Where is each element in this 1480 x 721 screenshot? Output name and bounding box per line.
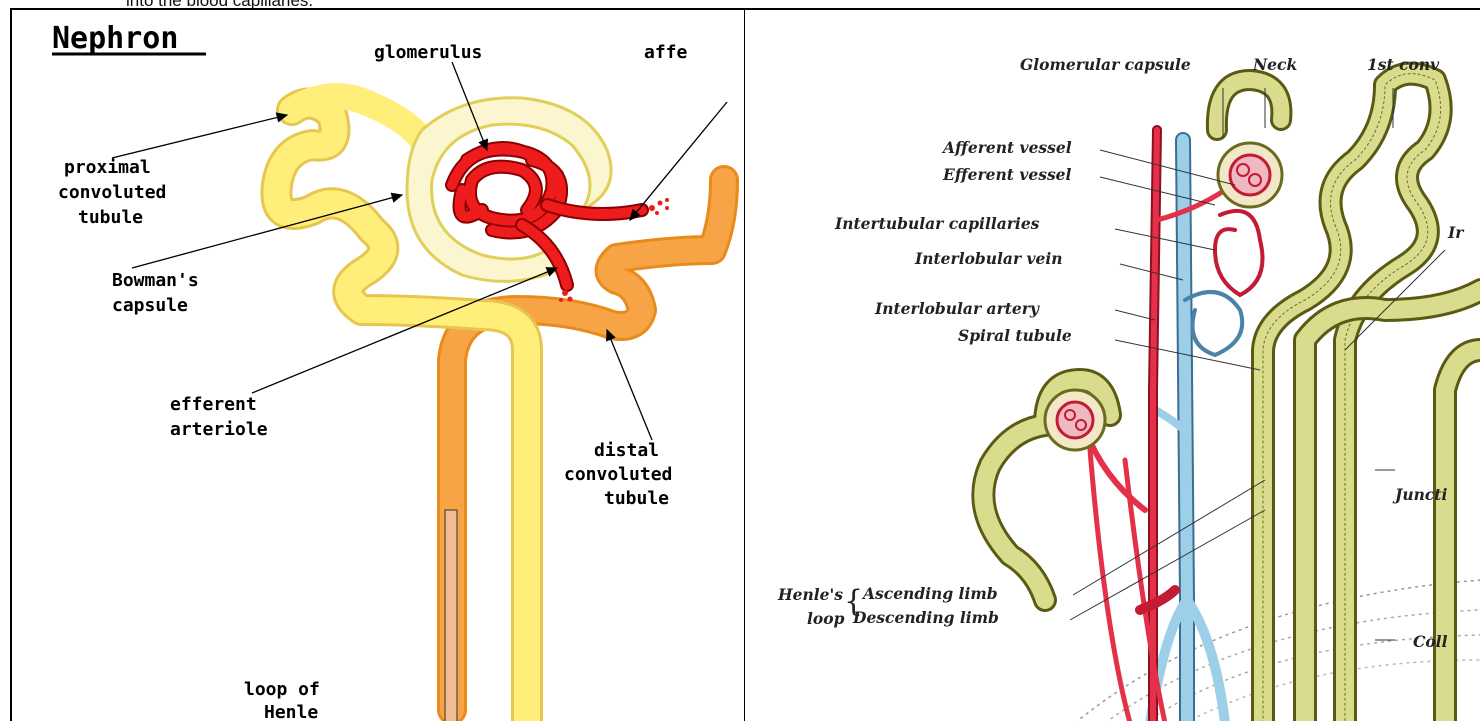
nephron-diagram: Nephron glomerulus affe proximal convolu…: [12, 10, 745, 721]
label-loop: loop: [807, 609, 845, 628]
label-efferent-vessel: Efferent vessel: [942, 165, 1072, 184]
label-glomerular-capsule: Glomerular capsule: [1020, 55, 1191, 74]
label-proximal-1: proximal: [64, 157, 151, 178]
label-junction: Juncti: [1392, 485, 1447, 504]
label-afferent-vessel: Afferent vessel: [941, 138, 1072, 157]
label-spiral-tubule: Spiral tubule: [958, 326, 1072, 345]
bowmans-capsule-shape: [407, 98, 611, 282]
diagram-title: Nephron: [52, 21, 178, 56]
label-distal-3: tubule: [604, 488, 669, 509]
label-proximal-3: tubule: [78, 207, 143, 228]
glomeruli-shape: [1045, 143, 1282, 450]
label-proximal-2: convoluted: [58, 182, 166, 203]
label-efferent-2: arteriole: [170, 419, 268, 440]
interlobular-vein-shape: [1150, 140, 1242, 721]
thin-limb-shape: [445, 510, 457, 721]
label-first-convoluted: 1st conv: [1367, 55, 1440, 74]
label-bowmans-1: Bowman's: [112, 270, 199, 291]
label-distal-1: distal: [594, 440, 659, 461]
label-henles: Henle's: [777, 585, 843, 604]
label-interlobular-artery: Interlobular artery: [874, 299, 1040, 318]
label-bowmans-2: capsule: [112, 295, 188, 316]
anatomy-illustration-panel: Glomerular capsule Neck 1st conv Afferen…: [744, 8, 1480, 721]
nephron-diagram-panel: Nephron glomerulus affe proximal convolu…: [10, 8, 745, 721]
label-efferent-1: efferent: [170, 394, 257, 415]
label-intertubular-capillaries: Intertubular capillaries: [834, 214, 1040, 233]
label-loop-2: Henle: [264, 702, 318, 721]
label-distal-2: convoluted: [564, 464, 672, 485]
label-collecting: Coll: [1413, 632, 1448, 651]
label-neck: Neck: [1252, 55, 1297, 74]
anatomy-illustration: Glomerular capsule Neck 1st conv Afferen…: [745, 10, 1480, 721]
brace-glyph: {: [844, 584, 863, 619]
label-glomerulus: glomerulus: [374, 42, 482, 63]
label-descending-limb: Descending limb: [852, 608, 999, 627]
label-interlobular-vein: Interlobular vein: [914, 249, 1063, 268]
label-ascending-limb: Ascending limb: [861, 584, 998, 603]
label-loop-1: loop of: [244, 679, 320, 700]
label-irregular: Ir: [1447, 223, 1465, 242]
label-afferent: affe: [644, 42, 688, 63]
